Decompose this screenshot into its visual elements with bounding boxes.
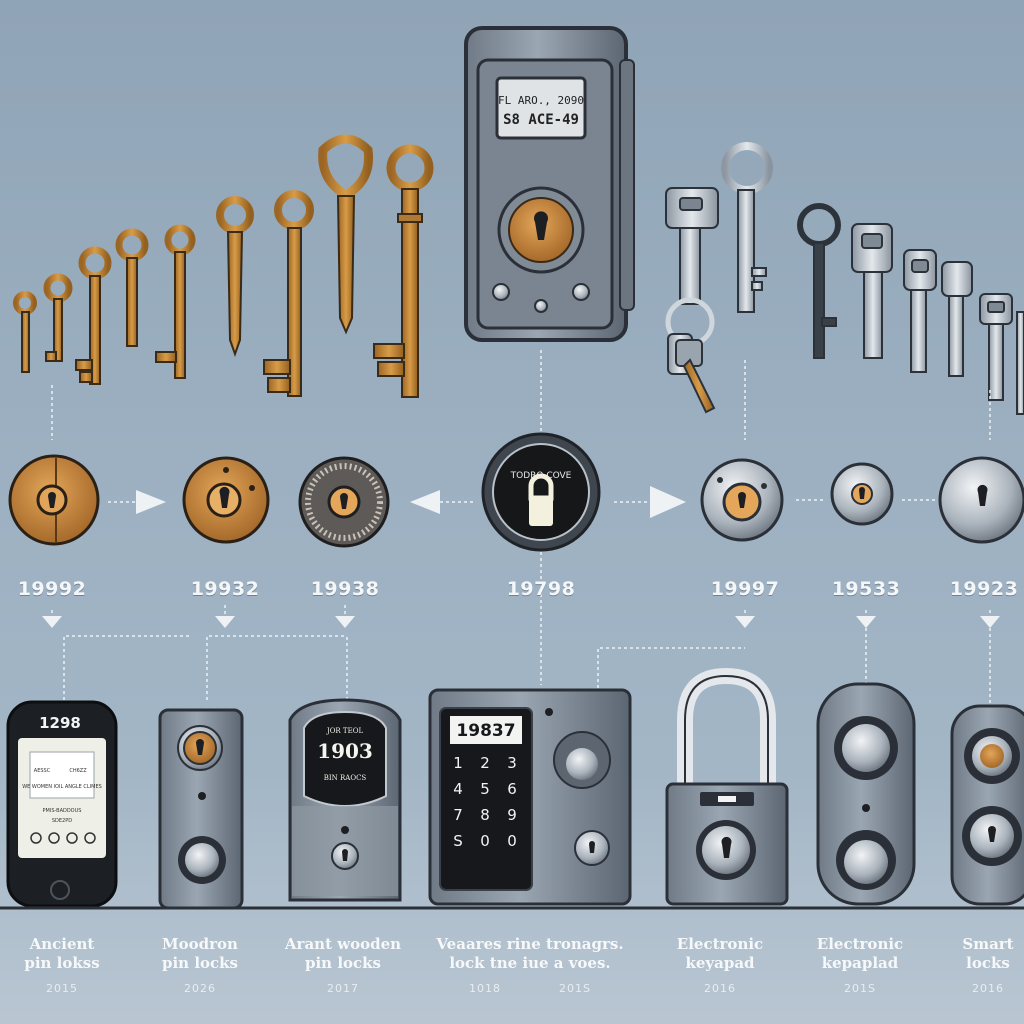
phone-code: 1298 (39, 714, 81, 732)
year-label-4: 19798 (506, 578, 576, 600)
caption-electronic-kepaplad: Electronic kepaplad 201S (785, 935, 935, 998)
year-label-7: 19923 (949, 578, 1019, 600)
center-lock (481, 432, 601, 552)
caption-year: 2016 (704, 982, 736, 995)
plaque-top-text: JOR TEOL (326, 727, 364, 735)
caption-line1: Veaares rine tronagrs. (436, 935, 624, 953)
keypad-key: 0 (507, 832, 517, 850)
caption-line1: Ancient (29, 935, 95, 953)
caption-smart-locks: Smart locks 2016 (950, 935, 1024, 998)
chrome-lock-6 (830, 462, 894, 526)
caption-line2: lock tne iue a voes. (449, 954, 611, 972)
steel-keys-group (665, 142, 1024, 415)
padlock-device (665, 667, 789, 906)
phone-line-a: AESSC (34, 768, 51, 774)
year-label-3: 19938 (310, 578, 380, 600)
caption-year: 2015 (46, 982, 78, 995)
keypad-key: 6 (507, 780, 517, 798)
keypad-key: 9 (507, 806, 517, 824)
caption-line2: locks (966, 954, 1010, 972)
phone-line-e: SDE2PD (52, 818, 72, 824)
keypad-key: S (453, 832, 463, 850)
keypad-key: 0 (480, 832, 490, 850)
caption-line1: Arant wooden (284, 935, 402, 953)
year-label-6: 19533 (831, 578, 901, 600)
plaque-lock-device (288, 698, 402, 902)
chrome-lock-5 (700, 458, 784, 542)
caption-line1: Moodron (162, 935, 238, 953)
keypad-key: 3 (507, 754, 517, 772)
keypad-device (428, 688, 632, 906)
keypad-key: 4 (453, 780, 463, 798)
chrome-lock-7 (938, 456, 1024, 544)
plaque-bottom-text: BIN RAOCS (324, 774, 367, 782)
caption-line2: pin locks (162, 954, 238, 972)
steel-lock-box (464, 26, 635, 342)
caption-line1: Smart (962, 935, 1014, 953)
box-display-line1: FL ARO., 2090 (498, 94, 584, 107)
caption-electronic-keyapad: Electronic keyapad 2016 (645, 935, 795, 998)
year-label-2: 19932 (190, 578, 260, 600)
year-label-5: 19997 (710, 578, 780, 600)
caption-year-2: 201S (559, 982, 591, 995)
phone-line-b: CH6ZZ (69, 768, 87, 774)
caption-ancient-pin-locks: Ancient pin lokss 2015 (0, 935, 137, 998)
keypad-key: 1 (453, 754, 463, 772)
caption-veaares: Veaares rine tronagrs. lock tne iue a vo… (420, 935, 640, 998)
center-lock-label: TODRO COVE (510, 471, 572, 481)
caption-moodron-pin-locks: Moodron pin locks 2026 (125, 935, 275, 998)
year-label-1: 19992 (17, 578, 87, 600)
brass-cylinder-device (158, 708, 244, 910)
keypad-key: 2 (480, 754, 490, 772)
wooden-lock-2 (182, 456, 270, 544)
box-display-line2: S8 ACE-49 (503, 112, 579, 128)
caption-year: 201S (844, 982, 876, 995)
caption-year: 2017 (327, 982, 359, 995)
keypad-key: 5 (480, 780, 490, 798)
brass-keys-group (13, 134, 434, 398)
smartphone-device (6, 700, 118, 908)
caption-line2: keyapad (685, 954, 755, 972)
caption-arant-wooden-pin-locks: Arant wooden pin locks 2017 (268, 935, 418, 998)
caption-year: 2026 (184, 982, 216, 995)
plaque-year: 1903 (317, 739, 373, 763)
caption-line2: kepaplad (821, 954, 899, 972)
wooden-lock-1 (8, 454, 100, 546)
caption-line1: Electronic (676, 935, 764, 953)
keypad-code: 19837 (456, 721, 515, 741)
caption-line1: Electronic (816, 935, 904, 953)
caption-year: 2016 (972, 982, 1004, 995)
phone-line-c: WE WOMEN IOIL ANGLE CLIMES (22, 784, 102, 790)
caption-line2: pin locks (305, 954, 381, 972)
arrow-markers (42, 486, 1000, 628)
keypad-key: 7 (453, 806, 463, 824)
ornate-lock-3 (298, 456, 390, 548)
caption-year: 1018 (469, 982, 501, 995)
keypad-key: 8 (480, 806, 490, 824)
phone-line-d: PMIS-BADDOUS (43, 808, 82, 814)
caption-line2: pin lokss (24, 954, 100, 972)
electronic-door-lock (816, 682, 916, 906)
smart-lock-device (950, 704, 1024, 906)
